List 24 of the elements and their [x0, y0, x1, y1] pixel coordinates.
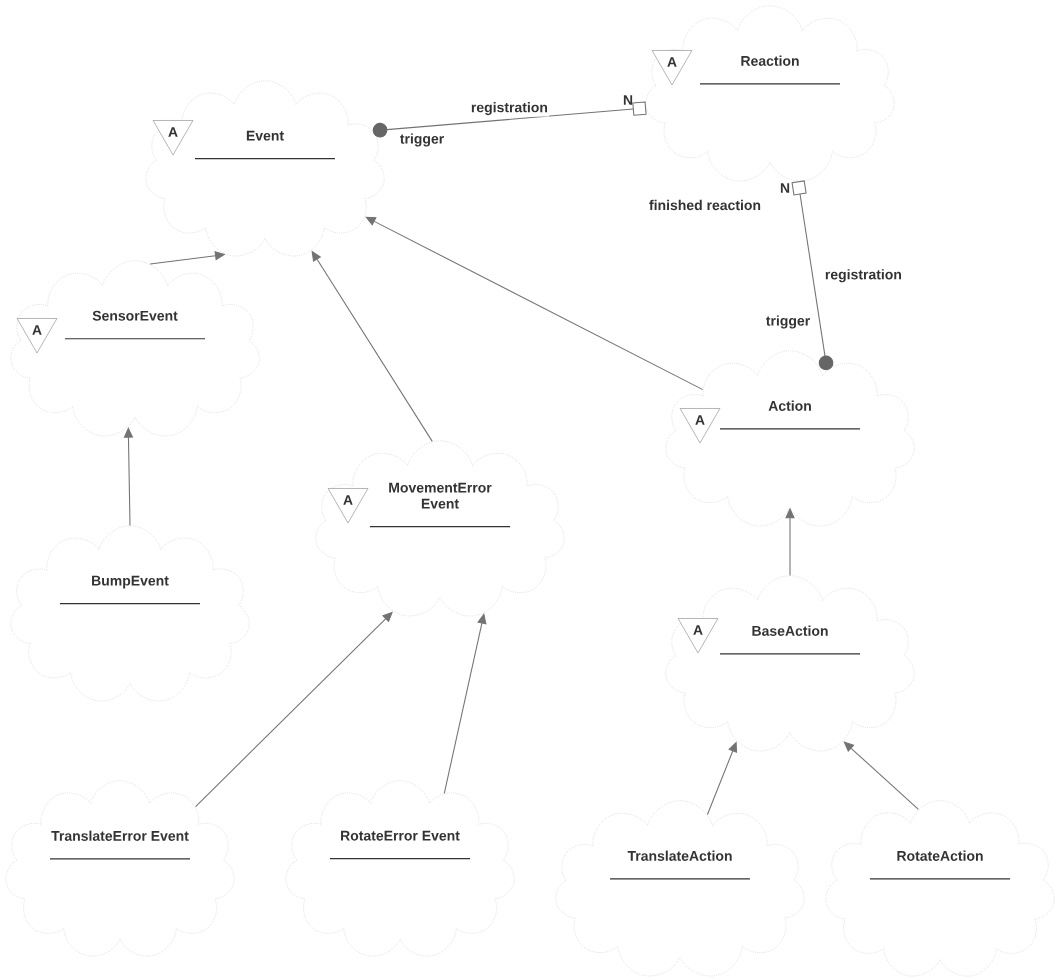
class-cloud: TranslateError Event [5, 780, 235, 957]
triangle-adornment: A [327, 488, 369, 524]
edge-label: registration [823, 267, 904, 284]
triangle-adornment: A [152, 120, 194, 156]
class-cloud: RotateError Event [285, 780, 515, 957]
connector [365, 216, 704, 391]
role-label: trigger [400, 133, 444, 147]
class-cloud: TranslateAction [555, 800, 805, 977]
role-label: trigger [766, 315, 810, 329]
edge-label: registration [469, 100, 550, 117]
connector [372, 101, 647, 138]
connector [843, 741, 919, 810]
connector [791, 180, 834, 371]
class-cloud: BumpEvent [10, 525, 250, 702]
triangle-adornment: A [16, 318, 58, 354]
class-cloud: RotateAction [825, 800, 1055, 977]
connector [443, 613, 487, 794]
connector [195, 611, 393, 808]
triangle-adornment: A [651, 50, 693, 86]
role-label: N [780, 183, 790, 193]
triangle-adornment: A [677, 618, 719, 654]
role-label: N [623, 95, 633, 105]
triangle-adornment: A [679, 408, 721, 444]
role-label: finished reaction [649, 199, 761, 211]
